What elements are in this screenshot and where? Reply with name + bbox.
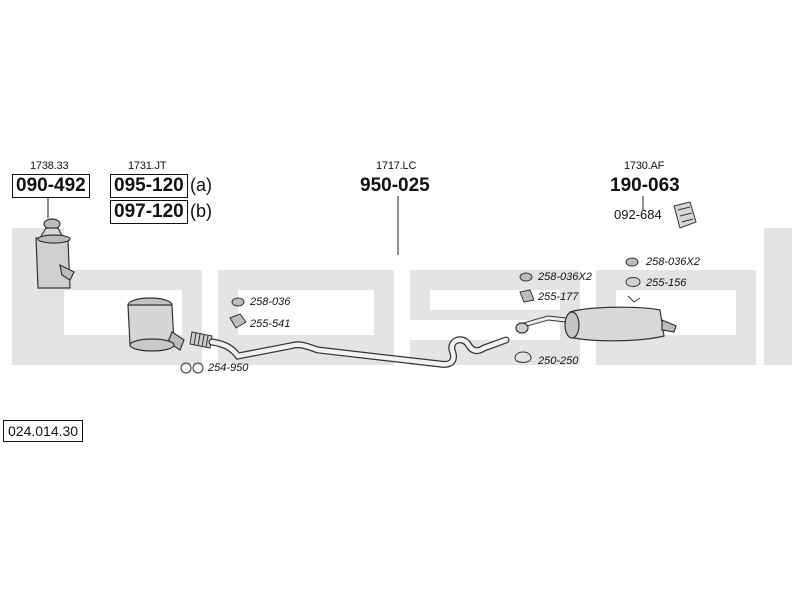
middle-pipe — [208, 336, 510, 368]
clamp-icon — [229, 313, 247, 329]
hanger-icon — [625, 277, 641, 287]
accessory-code[interactable]: 255-177 — [538, 291, 579, 303]
accessory-code[interactable]: 258-036X2 — [646, 256, 700, 268]
catalog-number: 024.014.30 — [3, 420, 84, 442]
accessory-code[interactable]: 258-036X2 — [538, 271, 592, 283]
part-number-bracket[interactable]: 092-684 — [614, 207, 662, 222]
ref-rear-silencer: 1730.AF — [624, 160, 665, 172]
accessory-code[interactable]: 250-250 — [538, 355, 579, 367]
catalytic-converter-second — [127, 297, 185, 352]
accessory-code[interactable]: 254-950 — [208, 362, 249, 374]
suffix-a: (a) — [190, 175, 212, 195]
flex-joint — [189, 331, 213, 349]
suffix-b: (b) — [190, 201, 212, 221]
accessory-code[interactable]: 255-156 — [646, 277, 687, 289]
part-number-rear-silencer[interactable]: 190-063 — [610, 175, 680, 196]
ref-middle-pipe: 1717.LC — [376, 160, 417, 172]
rubber-mount-icon — [519, 272, 533, 282]
ring-clamp-icon — [514, 351, 532, 363]
rear-silencer — [515, 306, 677, 342]
part-number-cat-second-a[interactable]: 095-120 — [110, 174, 188, 198]
accessory-code[interactable]: 258-036 — [250, 296, 291, 308]
bracket-part — [673, 201, 697, 229]
ref-cat-second: 1731.JT — [128, 160, 167, 172]
ref-cat-front: 1738.33 — [30, 160, 69, 172]
accessory-code[interactable]: 255-541 — [250, 318, 291, 330]
catalytic-converter-front — [35, 218, 75, 289]
part-number-middle-pipe[interactable]: 950-025 — [360, 175, 430, 196]
rubber-mount-icon — [231, 297, 245, 307]
gasket-icon — [180, 362, 204, 374]
part-number-cat-second-b[interactable]: 097-120 — [110, 200, 188, 224]
part-number-cat-front[interactable]: 090-492 — [12, 174, 90, 198]
clamp-icon — [519, 289, 535, 303]
rubber-mount-icon — [625, 257, 639, 267]
